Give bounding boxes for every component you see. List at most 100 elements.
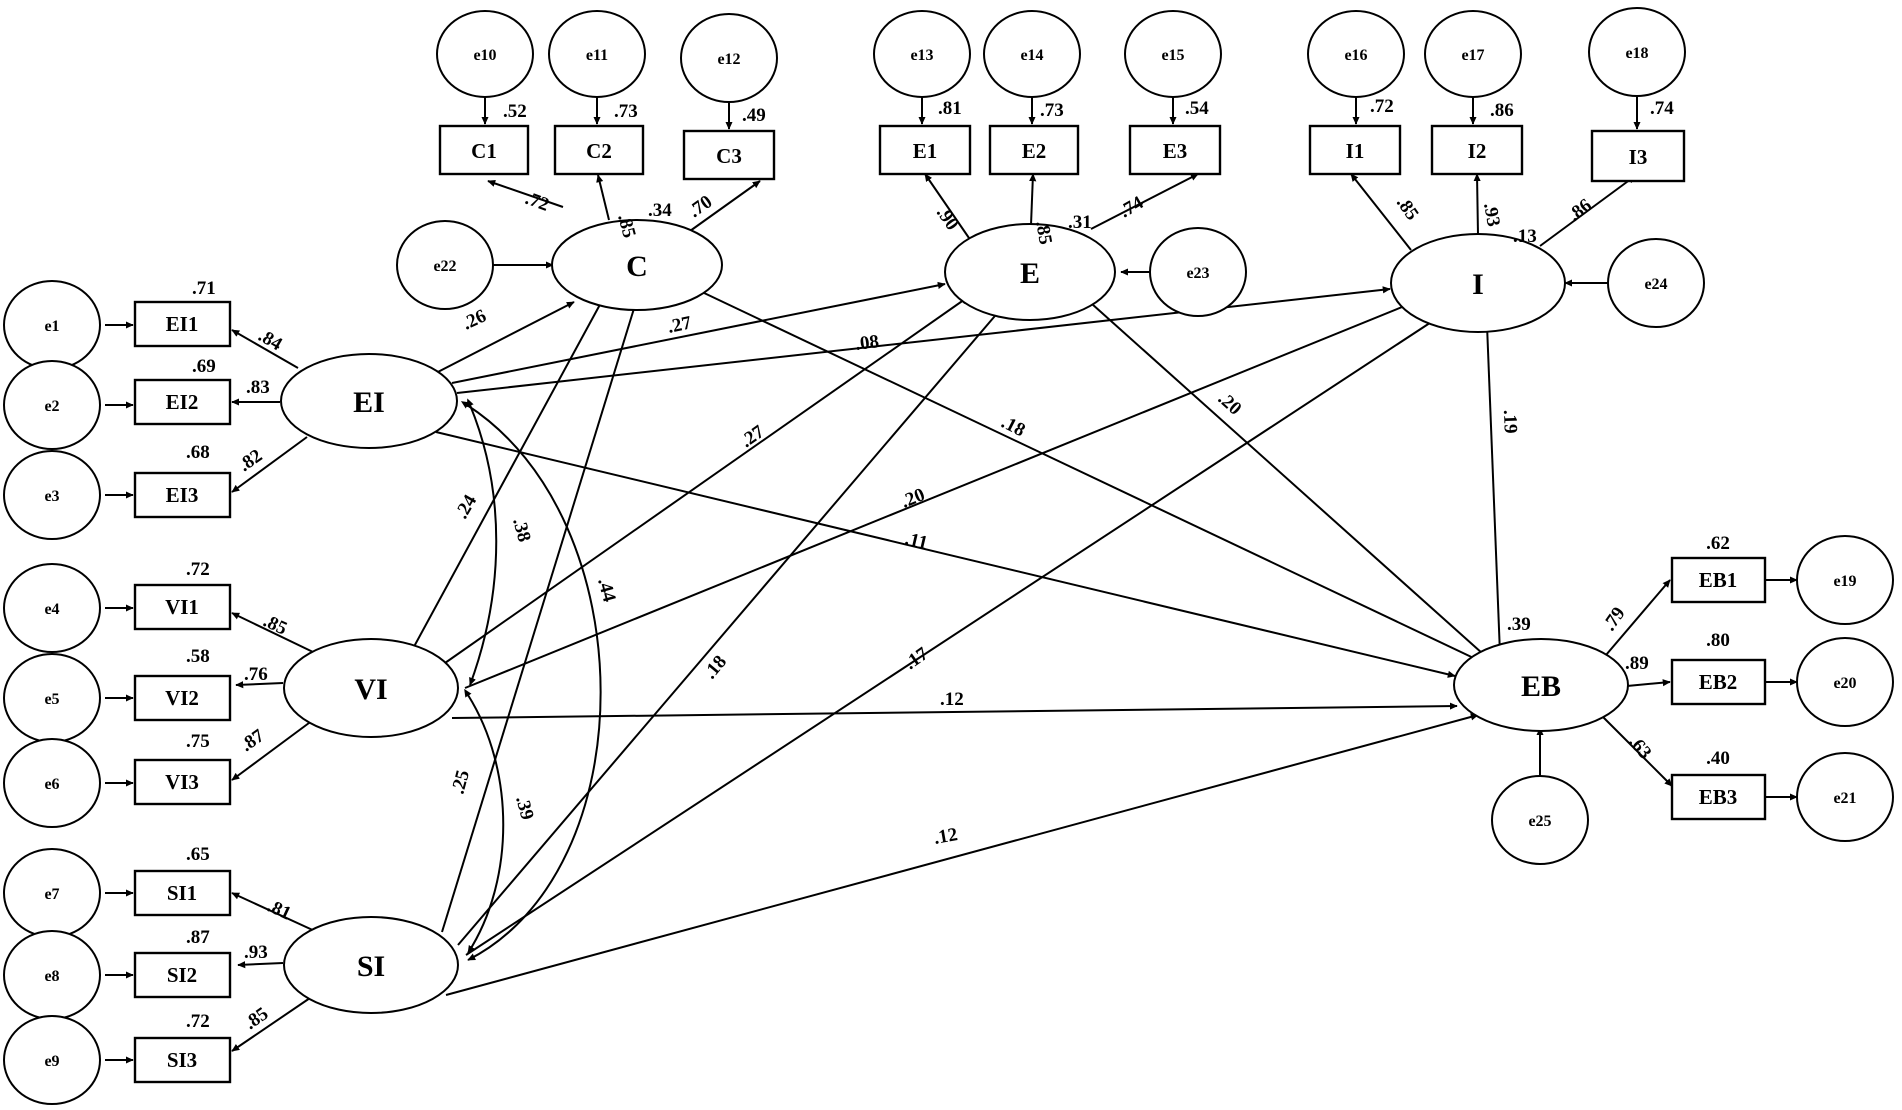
path-VI-E [444,296,969,664]
latent-E-label: E [1020,257,1040,290]
path-EI-EB [435,431,1456,678]
error-e3-label: e3 [44,488,59,505]
arrow-VI-VI2 [235,681,284,689]
indicator-E1-label: E1 [913,139,938,163]
rsq-EB3: .40 [1706,748,1730,769]
indicator-C3-label: C3 [716,144,742,168]
rsq-C: .34 [648,200,672,221]
error-e5-label: e5 [44,691,59,708]
indicator-EI2-label: EI2 [166,390,199,414]
coef-VI-C: .24 [451,491,481,523]
arrow-I-I1 [1350,173,1412,251]
arrow-EI-EI1 [231,329,299,369]
coef-VI-SI: .39 [511,794,537,822]
error-e15-label: e15 [1161,47,1184,64]
error-layer: e1 e2 e3 e4 e5 e6 e7 e8 e9 e10 e11 e12 e… [3,7,1894,1105]
loading-SI-SI2: .93 [244,942,268,963]
arrow-C-C1 [487,179,564,208]
latent-VI: VI [283,638,459,738]
rsq-VI3: .75 [186,731,210,752]
rsq-SI1: .65 [186,844,210,865]
indicator-SI1-label: SI1 [167,881,197,905]
error-e8-label: e8 [44,968,59,985]
error-e14: e14 [983,10,1081,98]
error-e19: e19 [1796,535,1894,625]
error-e9: e9 [3,1015,101,1105]
rsq-EI1: .71 [192,278,216,299]
coef-EI-C: .26 [459,305,489,334]
loading-EB-EB2: .89 [1625,653,1649,674]
error-e9-label: e9 [44,1053,59,1070]
error-e10: e10 [436,10,534,98]
indicator-I2: I2 [1430,124,1524,176]
indicator-E1: E1 [878,124,972,176]
indicator-layer: C1 C2 C3 E1 E2 E3 I1 I2 I3 EI1 EI2 EI3 V… [133,124,1767,1084]
rsq-C1: .52 [503,101,527,122]
error-e13-label: e13 [910,47,933,64]
error-e6: e6 [3,738,101,828]
rsq-EB: .39 [1507,614,1531,635]
loading-VI-VI1: .85 [260,610,290,639]
path-SI-EB [445,713,1479,996]
latent-I: I [1390,233,1566,333]
loading-I-I2: .93 [1479,201,1504,228]
rsq-SI2: .87 [186,927,210,948]
indicator-EB1: EB1 [1670,556,1767,604]
error-e18-label: e18 [1625,45,1648,62]
path-SI-I [465,314,1443,956]
loading-EI-EI2: .83 [246,377,270,398]
indicator-C1-label: C1 [471,139,497,163]
indicator-VI2: VI2 [133,674,232,722]
coef-SI-EB: .12 [932,824,959,849]
arrow-EB-EB3 [1601,715,1673,787]
coef-VI-I: .20 [898,484,928,512]
indicator-EB1-label: EB1 [1699,568,1738,592]
indicator-VI2-label: VI2 [165,686,199,710]
error-e4-label: e4 [44,601,59,618]
loading-VI-VI2: .76 [244,664,268,685]
error-e10-label: e10 [473,47,496,64]
covariance-VI-SI [464,688,505,954]
error-e22: e22 [396,220,494,310]
loading-E-E3: .74 [1116,192,1148,222]
rsq-E: .31 [1068,212,1092,233]
arrow-VI-VI1 [231,612,314,653]
arrow-E-E1 [924,173,970,239]
error-e25-label: e25 [1528,813,1551,830]
error-e1-label: e1 [44,318,59,335]
indicator-EB2-label: EB2 [1699,670,1738,694]
indicator-EB3-label: EB3 [1699,785,1738,809]
coef-SI-C: .25 [448,768,474,796]
error-e13: e13 [873,10,971,98]
indicator-EI1: EI1 [133,300,232,348]
coef-EI-VI: .38 [508,516,534,544]
error-e7: e7 [3,848,101,938]
coef-VI-E: .27 [737,421,769,452]
coef-EI-I: .08 [854,331,880,355]
error-e6-label: e6 [44,776,59,793]
latent-EB: EB [1453,638,1629,732]
error-e25: e25 [1491,775,1589,865]
loading-C-C1: .72 [522,188,552,216]
latent-I-label: I [1472,268,1484,301]
error-e18: e18 [1588,7,1686,97]
coef-EI-E: .27 [666,312,694,338]
error-e2: e2 [3,360,101,450]
arrow-EB-EB1 [1605,579,1671,656]
error-e14-label: e14 [1020,47,1043,64]
path-EI-E [451,281,946,384]
loading-E-E1: .90 [932,203,963,234]
indicator-I1-label: I1 [1346,139,1365,163]
indicator-EI3-label: EI3 [166,483,199,507]
rsq-I2: .86 [1490,100,1514,121]
error-e15: e15 [1124,10,1222,98]
coef-EI-SI: .44 [593,576,620,605]
indicator-I1: I1 [1308,124,1402,176]
path-E-EB [1091,303,1493,663]
indicator-I3: I3 [1590,129,1686,183]
indicator-E2-label: E2 [1022,139,1047,163]
rsq-C2: .73 [614,101,638,122]
indicator-E3-label: E3 [1163,139,1188,163]
loading-E-E2: .85 [1031,219,1056,246]
indicator-SI3-label: SI3 [167,1048,197,1072]
